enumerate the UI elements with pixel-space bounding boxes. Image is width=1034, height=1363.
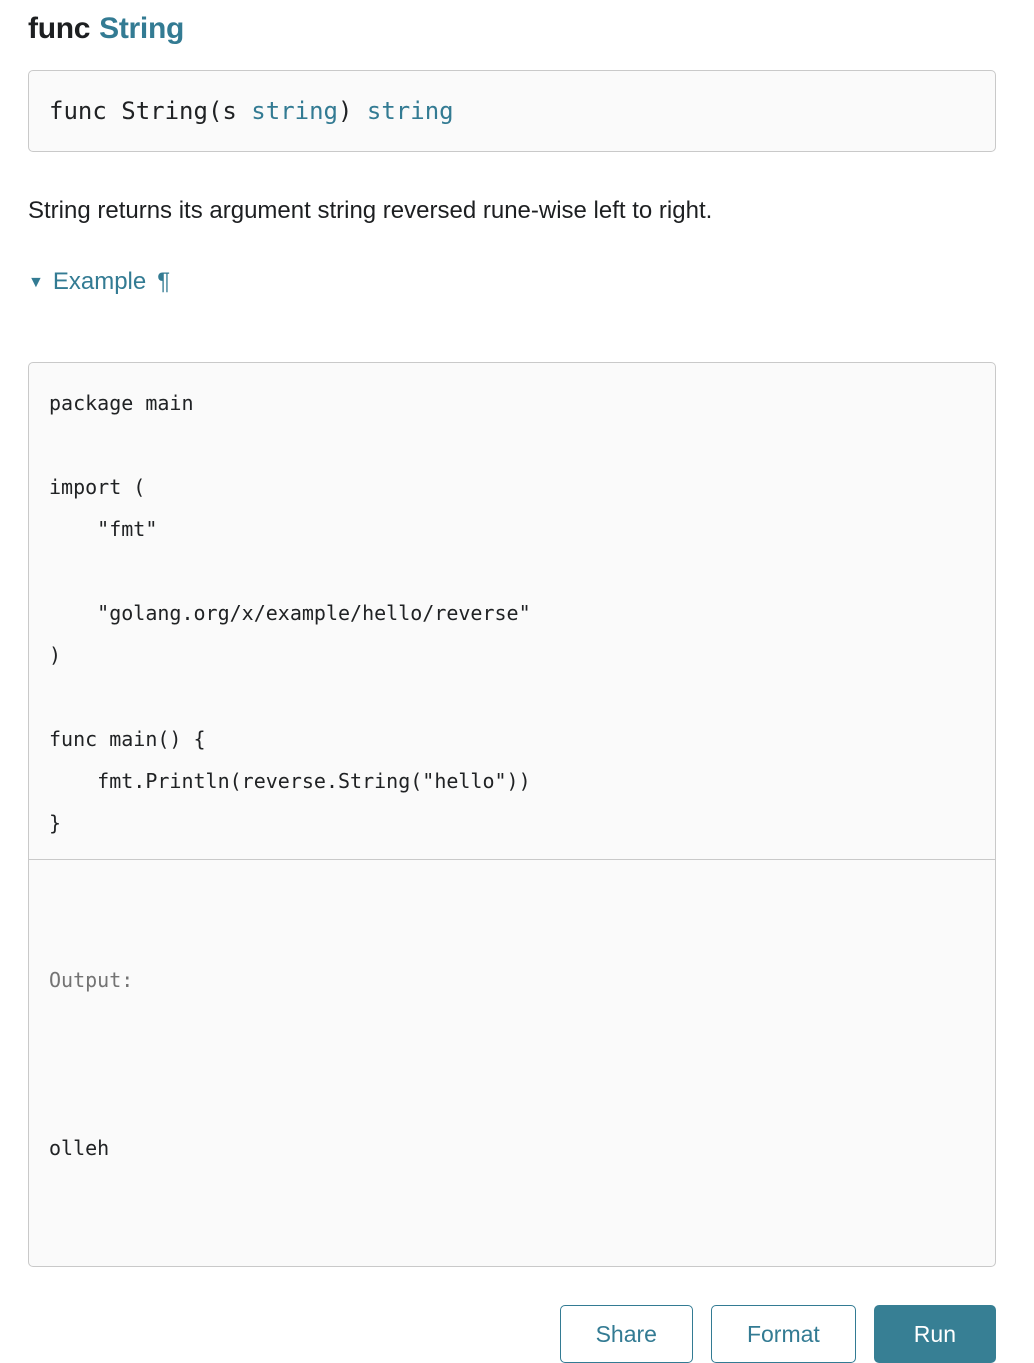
anchor-link-icon[interactable]: ¶ — [157, 268, 171, 295]
share-button[interactable]: Share — [559, 1305, 693, 1363]
function-name-link[interactable]: String — [99, 12, 185, 45]
signature-plain-text: func String(s — [49, 97, 252, 125]
signature-type-link[interactable]: string — [251, 97, 338, 125]
function-description: String returns its argument string rever… — [28, 197, 713, 224]
run-button[interactable]: Run — [873, 1305, 996, 1363]
format-button[interactable]: Format — [710, 1305, 856, 1363]
func-keyword: func — [28, 12, 91, 45]
example-label: Example — [52, 268, 147, 295]
example-toggle[interactable]: ▼ Example ¶ — [28, 268, 170, 296]
output-section: Output: olleh — [29, 859, 995, 1266]
playground-actions: Share Format Run — [28, 1305, 996, 1363]
chevron-down-icon: ▼ — [28, 274, 44, 291]
signature-return-type-link[interactable]: string — [366, 97, 454, 125]
example-playground: package main import ( "fmt" "golang.org/… — [28, 362, 996, 1267]
output-value: olleh — [49, 1136, 110, 1160]
signature-plain-text: ) — [338, 97, 367, 125]
function-heading: func String — [28, 12, 996, 46]
function-signature-box: func String(s string) string — [28, 70, 996, 152]
code-editor[interactable]: package main import ( "fmt" "golang.org/… — [49, 391, 531, 835]
output-label: Output: — [49, 968, 134, 992]
